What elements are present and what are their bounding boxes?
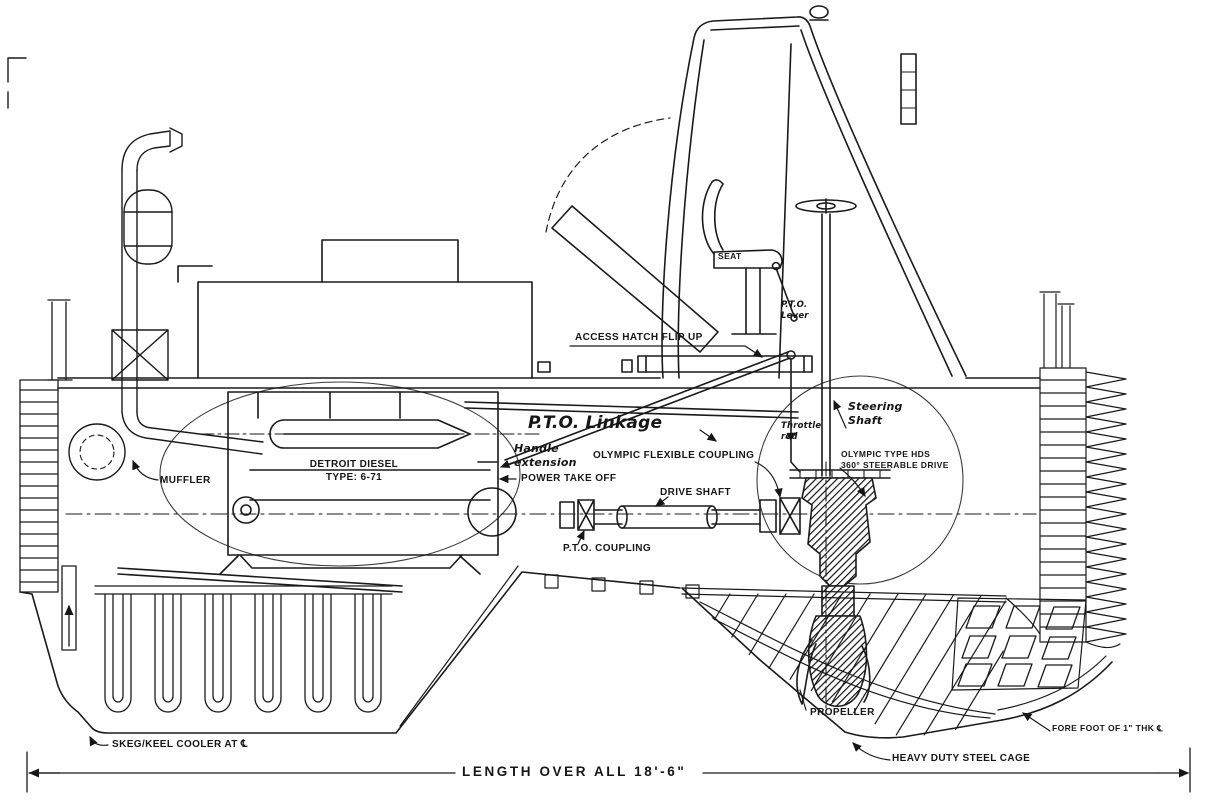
label-seat: SEAT xyxy=(718,251,742,261)
steerable-drive-unit xyxy=(789,461,891,715)
exhaust-stack xyxy=(68,127,264,481)
dimension-line xyxy=(26,747,1191,793)
steel-cage xyxy=(681,587,1113,739)
label-steel-cage: HEAVY DUTY STEEL CAGE xyxy=(892,753,1031,764)
label-pto-coupling: P.T.O. COUPLING xyxy=(563,543,652,554)
label-power-take-off: POWER TAKE OFF xyxy=(521,473,617,484)
label-length-overall: LENGTH OVER ALL 18'-6" xyxy=(462,764,687,779)
right-fender xyxy=(1039,291,1127,649)
deck-lines xyxy=(57,377,1041,389)
left-fender xyxy=(19,379,59,593)
corner-marks xyxy=(7,57,27,109)
label-propeller: PROPELLER xyxy=(810,707,875,718)
steering-column xyxy=(795,198,857,477)
engine-trunk xyxy=(177,239,633,379)
label-pto-lever: P.T.O. Lever xyxy=(781,300,809,322)
shaft-train xyxy=(559,497,801,535)
pto-linkage-rod xyxy=(504,350,801,473)
hatch-panel xyxy=(464,355,813,419)
label-muffler: MUFFLER xyxy=(160,475,211,486)
seat xyxy=(701,179,783,335)
label-access-hatch: ACCESS HATCH FLIP UP xyxy=(575,332,703,343)
label-fore-foot: FORE FOOT OF 1" THK ℄ xyxy=(1052,723,1163,733)
label-engine: DETROIT DIESEL TYPE: 6-71 xyxy=(309,459,399,483)
label-steerable-drive: OLYMPIC TYPE HDS 360° STEERABLE DRIVE xyxy=(841,449,949,471)
engine-block xyxy=(117,391,541,593)
left-deck-post xyxy=(47,299,73,381)
label-olympic-coupling: OLYMPIC FLEXIBLE COUPLING xyxy=(593,450,755,461)
label-drive-shaft: DRIVE SHAFT xyxy=(660,487,732,498)
label-steering-shaft: Steering Shaft xyxy=(848,400,903,428)
label-throttle-rod: Throttle rod xyxy=(781,421,822,443)
drive-well-oval xyxy=(756,375,964,585)
cab xyxy=(661,5,967,379)
pto-lever-linkage xyxy=(771,261,798,322)
label-pto-linkage: P.T.O. Linkage xyxy=(528,413,663,433)
label-skeg-keel-cooler: SKEG/KEEL COOLER AT ℄ xyxy=(112,739,248,750)
keel-cooler xyxy=(61,565,393,713)
engine-well-oval xyxy=(159,381,521,567)
hull-bottom-left xyxy=(19,565,700,734)
access-hatch-open xyxy=(545,117,719,353)
leader-lines xyxy=(89,345,1051,761)
label-handle-extension: Handle extension xyxy=(514,442,577,470)
